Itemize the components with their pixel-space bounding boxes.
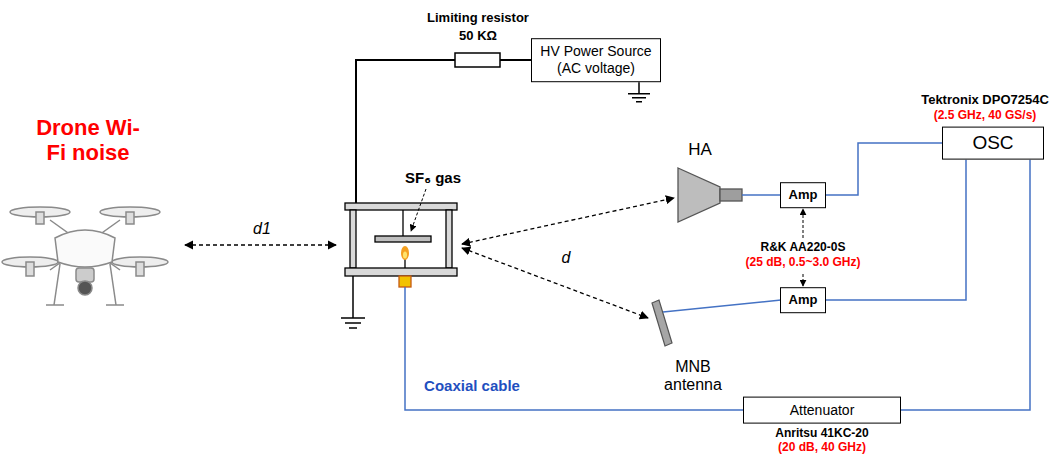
leader-line bbox=[803, 274, 804, 286]
discharge-flame bbox=[401, 246, 409, 260]
oscilloscope-box: OSC bbox=[942, 127, 1044, 160]
leader-line bbox=[411, 189, 426, 231]
distance-arrow bbox=[462, 248, 648, 318]
test-chamber bbox=[345, 203, 457, 287]
node-text: Attenuator bbox=[750, 402, 894, 419]
horn-antenna bbox=[678, 168, 742, 222]
rf-cable bbox=[742, 194, 781, 196]
model-label: R&K AA220-0S bbox=[761, 241, 846, 255]
node-text: OSC bbox=[949, 132, 1037, 155]
node-text: HV Power Source (AC voltage) bbox=[538, 43, 654, 77]
model-label: Anritsu 41KC-20 bbox=[775, 427, 868, 441]
rf-cable bbox=[663, 300, 781, 312]
distance-label: d bbox=[562, 249, 571, 267]
antenna-label: MNB antenna bbox=[661, 358, 725, 395]
spec-label: (20 dB, 40 GHz) bbox=[778, 441, 866, 455]
coaxial-cable bbox=[405, 287, 743, 410]
resistor-symbol bbox=[455, 53, 500, 67]
node-text: Amp bbox=[787, 292, 819, 308]
signal-cable bbox=[826, 159, 966, 300]
model-label: Tektronix DPO7254C bbox=[921, 93, 1049, 108]
cable-label: Coaxial cable bbox=[424, 377, 520, 394]
spec-label: (25 dB, 0.5~3.0 GHz) bbox=[745, 256, 860, 270]
attenuator-box: Attenuator bbox=[743, 397, 901, 424]
drone-illustration bbox=[2, 207, 168, 305]
distance-arrow bbox=[462, 198, 674, 244]
amplifier-box: Amp bbox=[780, 287, 826, 313]
discharge-core bbox=[403, 252, 407, 259]
distance-label: d1 bbox=[253, 220, 271, 238]
mnb-antenna bbox=[652, 300, 672, 346]
distance-arrow bbox=[185, 244, 336, 245]
hv-wire bbox=[500, 59, 531, 61]
value-label: 50 KΩ bbox=[459, 29, 497, 44]
part-label: Limiting resistor bbox=[427, 11, 529, 26]
antenna-label: HA bbox=[688, 140, 712, 160]
node-text: Amp bbox=[787, 187, 819, 203]
gas-label: SF₆ gas bbox=[405, 169, 461, 186]
title-label: Drone Wi-Fi noise bbox=[28, 115, 148, 166]
leader-line bbox=[803, 209, 804, 238]
ground-symbol bbox=[628, 82, 650, 102]
amplifier-box: Amp bbox=[780, 182, 826, 208]
signal-cable bbox=[901, 159, 1030, 410]
spec-label: (2.5 GHz, 40 GS/s) bbox=[934, 109, 1037, 123]
ground-symbol bbox=[341, 276, 365, 328]
power-source-box: HV Power Source (AC voltage) bbox=[531, 38, 661, 82]
signal-cable bbox=[826, 143, 942, 195]
